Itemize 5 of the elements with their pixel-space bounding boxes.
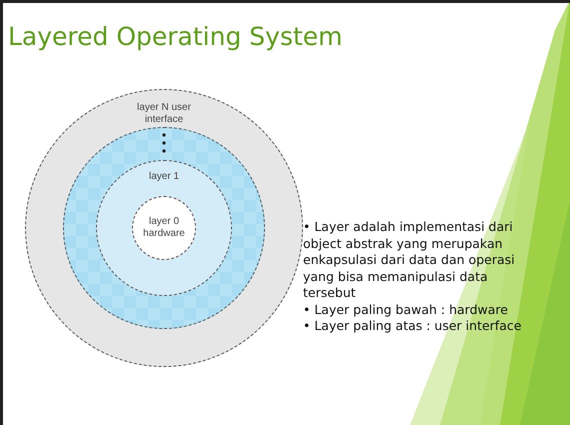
layer-label: layer 0 hardware	[142, 216, 186, 239]
slide-title: Layered Operating System	[8, 22, 343, 51]
bullet-text: • Layer paling atas : user interface	[303, 318, 522, 334]
layer-label: layer N user interface	[136, 102, 192, 125]
layer-label: layer 1	[148, 171, 180, 182]
